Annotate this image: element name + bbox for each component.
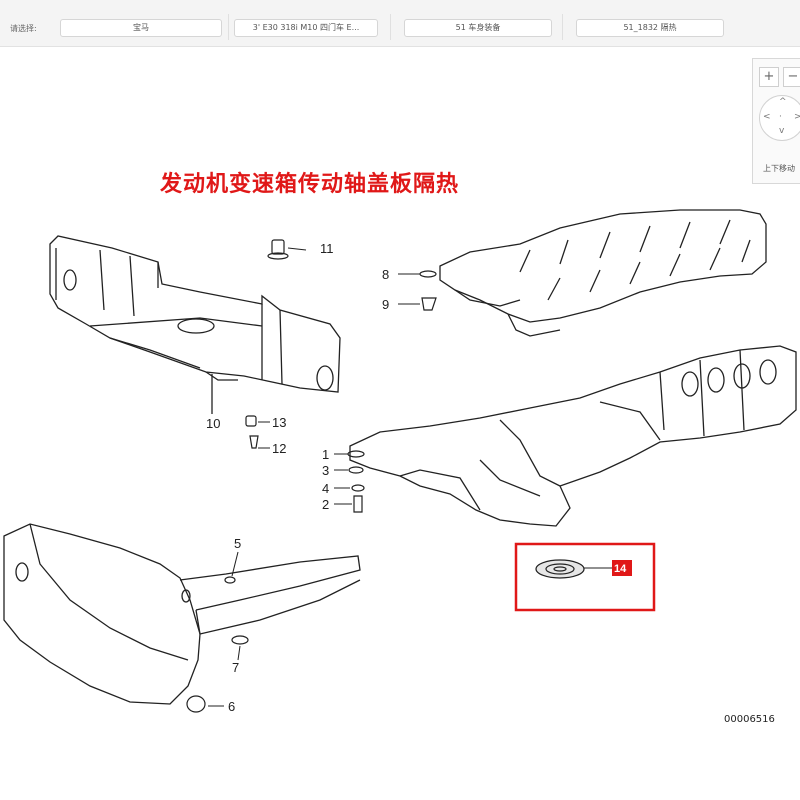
pan-pad[interactable]: ^ < · > v xyxy=(759,95,800,141)
pan-mode-label: 上下移动 xyxy=(763,164,795,173)
nut-11 xyxy=(271,239,285,255)
callout-14[interactable]: 14 xyxy=(614,563,627,575)
pan-right-icon[interactable]: > xyxy=(794,112,800,122)
breadcrumb-divider xyxy=(562,14,563,40)
callout-7[interactable]: 7 xyxy=(232,660,239,675)
breadcrumb-item-model[interactable]: 3' E30 318i M10 四门车 E... xyxy=(234,19,378,37)
callout-4[interactable]: 4 xyxy=(322,481,329,496)
callout-13[interactable]: 13 xyxy=(272,415,286,430)
washer-8 xyxy=(419,270,437,278)
leader-lines xyxy=(208,247,612,707)
bolt-2 xyxy=(353,495,363,513)
upper-left-heat-shield[interactable] xyxy=(49,235,341,414)
callout-3[interactable]: 3 xyxy=(322,463,329,478)
breadcrumb-divider xyxy=(228,14,229,40)
callout-11[interactable]: 11 xyxy=(320,241,334,256)
zoom-in-button[interactable]: + xyxy=(759,67,779,87)
breadcrumb-bar: 请选择: 宝马 3' E30 318i M10 四门车 E... 51 车身装备… xyxy=(0,0,800,47)
breadcrumb-item-group[interactable]: 51 车身装备 xyxy=(404,19,552,37)
screw-12 xyxy=(249,435,259,449)
breadcrumb-divider xyxy=(390,14,391,40)
callout-12[interactable]: 12 xyxy=(272,441,286,456)
center-tunnel-heat-shield[interactable] xyxy=(349,345,797,527)
breadcrumb-item-subgroup[interactable]: 51_1832 隔热 xyxy=(576,19,724,37)
plug-6 xyxy=(186,695,206,713)
pan-down-icon[interactable]: v xyxy=(779,126,785,136)
callout-2[interactable]: 2 xyxy=(322,497,329,512)
upper-right-heat-shield[interactable] xyxy=(439,209,767,337)
breadcrumb-label: 请选择: xyxy=(10,24,37,33)
nut-5 xyxy=(224,576,236,584)
callout-6[interactable]: 6 xyxy=(228,699,235,714)
pan-left-icon[interactable]: < xyxy=(763,112,771,122)
callout-10[interactable]: 10 xyxy=(206,416,220,431)
callout-14-badge[interactable] xyxy=(612,560,632,576)
breadcrumb-item-brand[interactable]: 宝马 xyxy=(60,19,222,37)
part-14-grommet[interactable] xyxy=(535,559,585,579)
callout-1[interactable]: 1 xyxy=(322,447,329,462)
washer-4 xyxy=(351,484,365,492)
document-number: 00006516 xyxy=(724,714,775,725)
callout-9[interactable]: 9 xyxy=(382,297,389,312)
pan-up-icon[interactable]: ^ xyxy=(779,97,787,107)
nut-13 xyxy=(245,415,257,427)
center-icon[interactable]: · xyxy=(779,112,782,122)
view-control-panel: + − ^ < · > v 上下移动 xyxy=(752,58,800,184)
parts-diagram: 11 8 9 10 13 12 1 3 4 2 5 7 6 14 xyxy=(3,209,797,714)
lower-heat-shield[interactable] xyxy=(3,523,361,705)
clip-7 xyxy=(231,635,249,645)
clip-9 xyxy=(421,297,437,311)
callout-5[interactable]: 5 xyxy=(234,536,241,551)
washer-3 xyxy=(348,466,364,474)
zoom-out-button[interactable]: − xyxy=(783,67,800,87)
highlight-box xyxy=(514,542,656,612)
callout-8[interactable]: 8 xyxy=(382,267,389,282)
diagram-title: 发动机变速箱传动轴盖板隔热 xyxy=(160,172,460,197)
